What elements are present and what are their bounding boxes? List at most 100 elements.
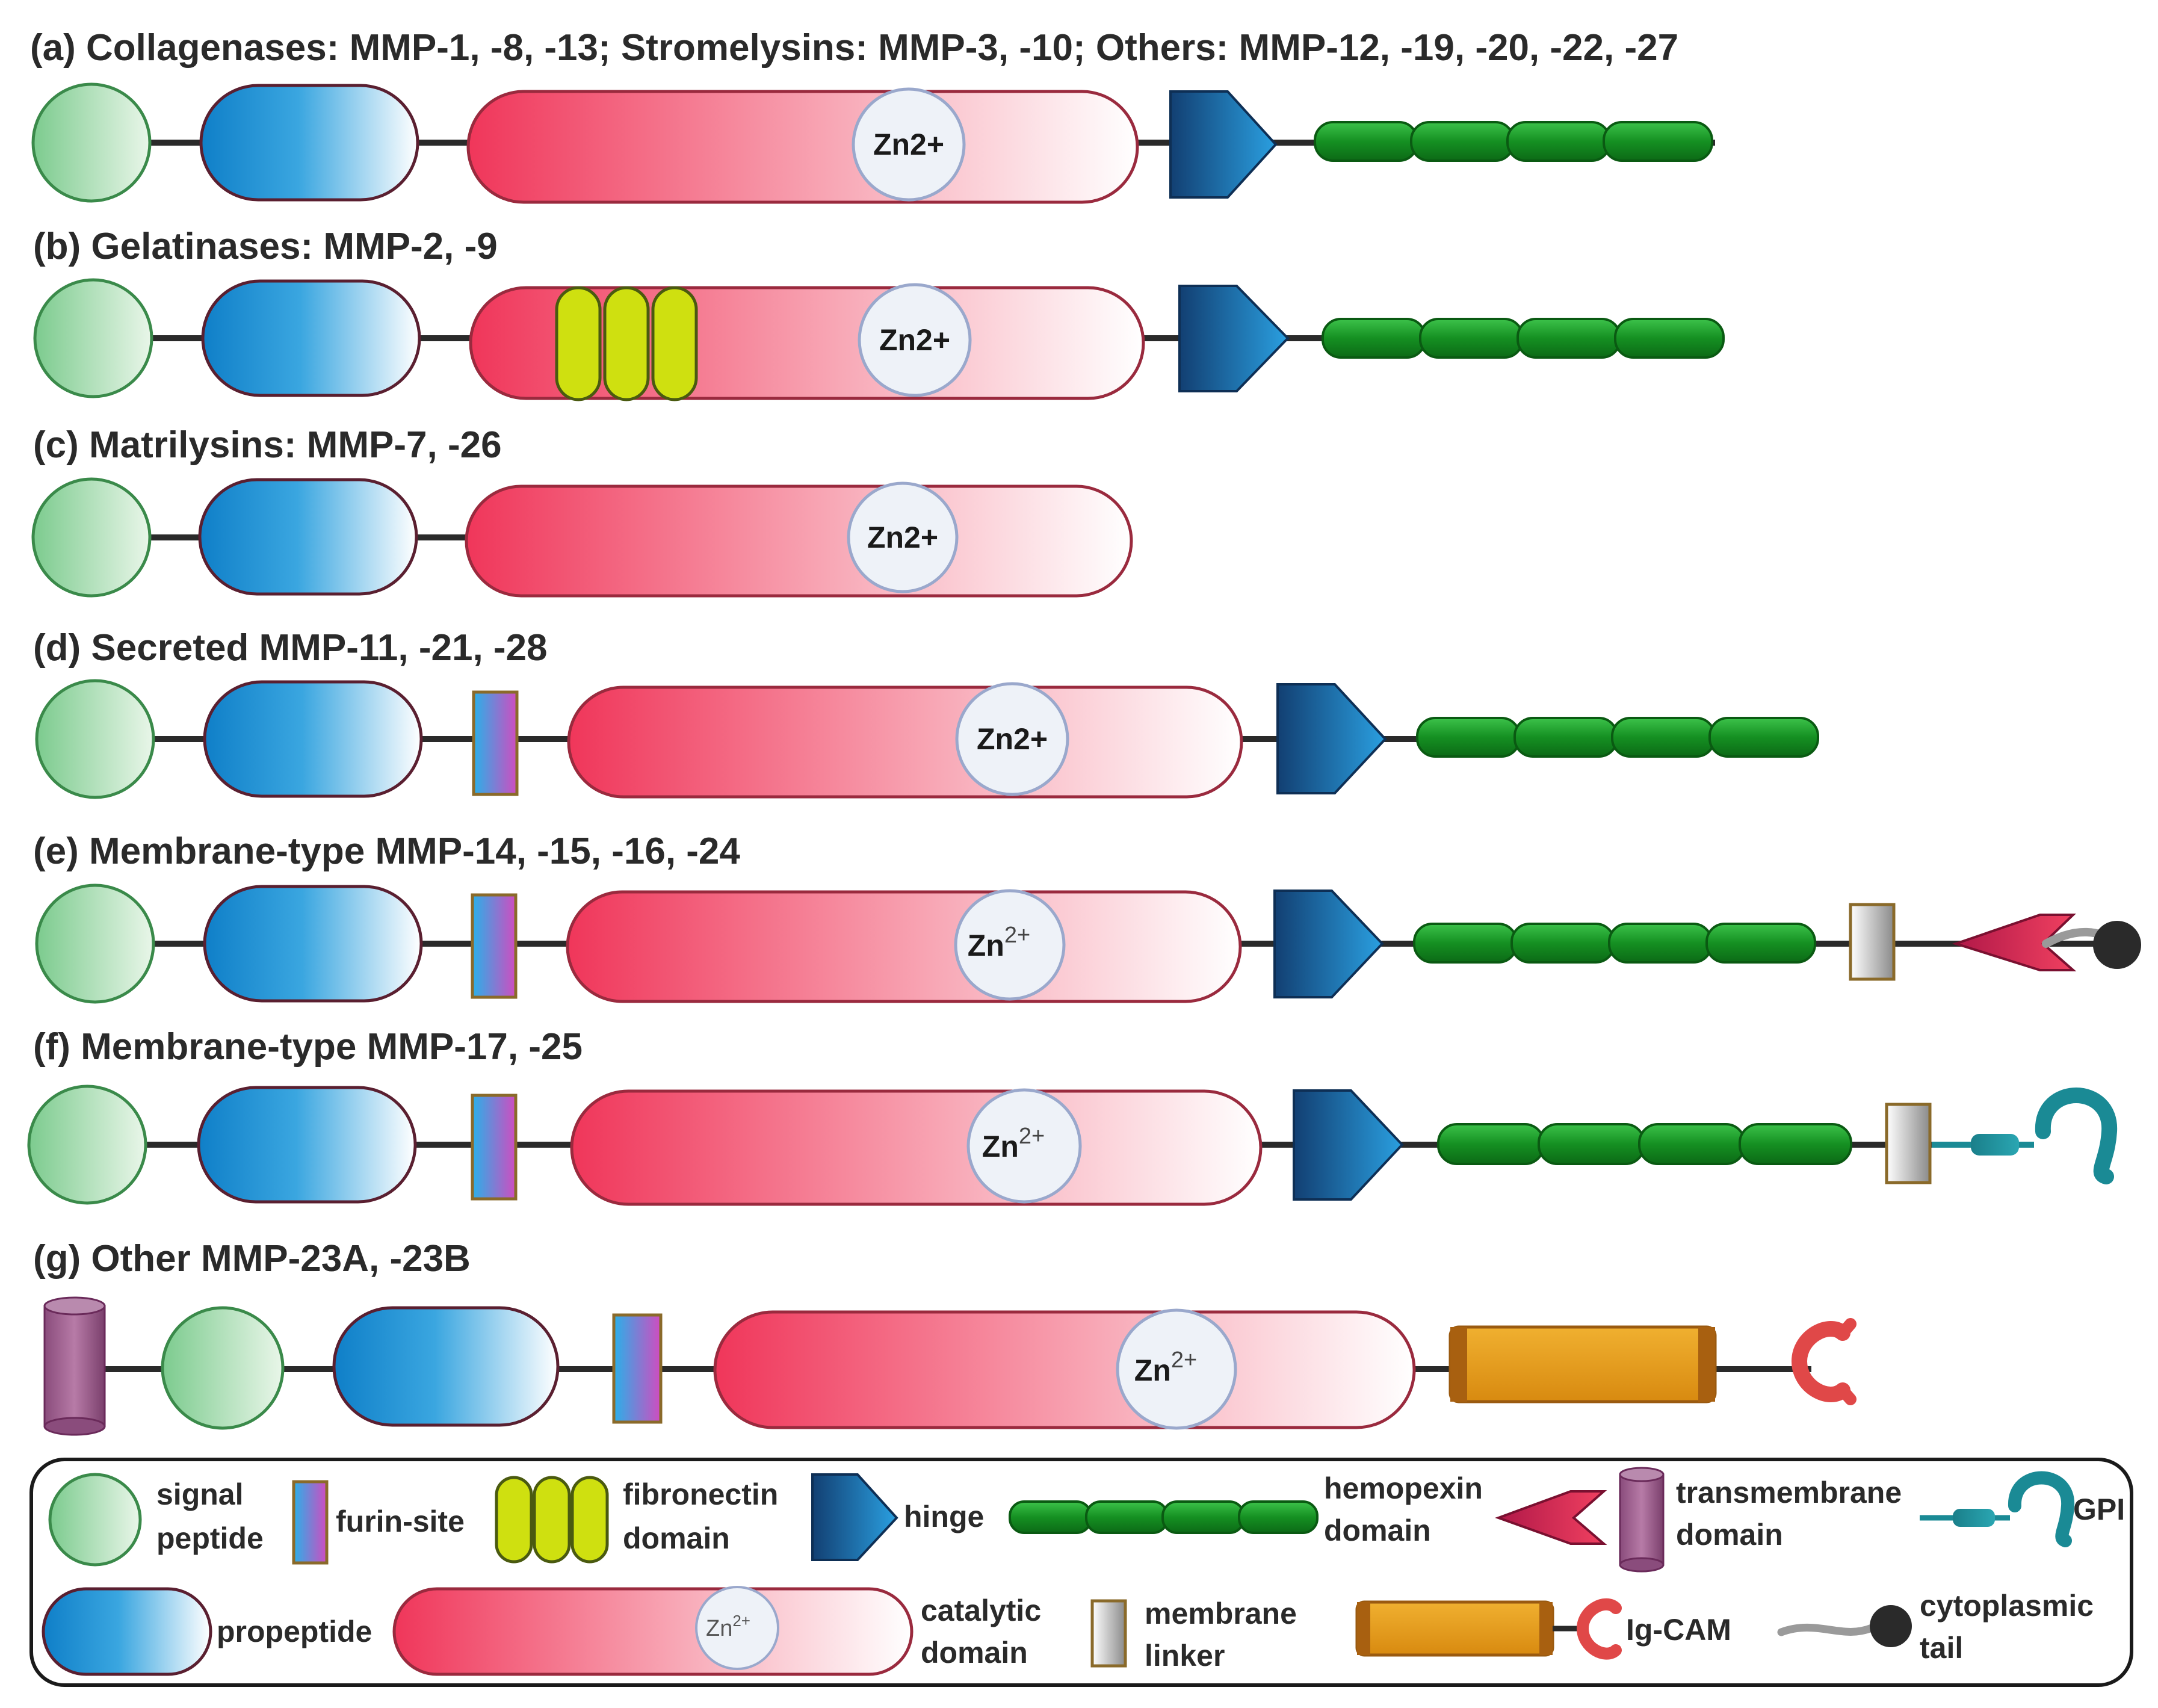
propeptide <box>197 1086 417 1204</box>
furin-site <box>612 1313 663 1424</box>
ig-cam-domain <box>1448 1318 1857 1405</box>
row-d-diagram: Zn2+ <box>35 679 1819 799</box>
furin-site <box>472 690 519 796</box>
row-g-title: (g) Other MMP-23A, -23B <box>33 1238 471 1279</box>
row-a-diagram: Zn2+ <box>31 82 1715 204</box>
legend-hinge-icon <box>811 1473 898 1561</box>
row-e-diagram: Zn2+ <box>35 883 2141 1004</box>
legend-fibronectin-line1: fibronectin <box>623 1477 778 1511</box>
legend-catalytic-icon <box>392 1587 914 1676</box>
legend-gpi-icon <box>1920 1471 2075 1547</box>
legend-membrane-linker-line1: membrane <box>1145 1597 1297 1630</box>
legend-cytoplasmic-tail-line2: tail <box>1920 1631 1963 1665</box>
hinge <box>1293 1089 1404 1201</box>
row-f-title: (f) Membrane-type MMP-17, -25 <box>33 1026 583 1068</box>
legend-zinc-label: Zn2+ <box>706 1612 750 1641</box>
legend-hemopexin-line1: hemopexin <box>1324 1471 1483 1505</box>
row-c-title: (c) Matrilysins: MMP-7, -26 <box>33 424 502 466</box>
zinc-label: Zn2+ <box>968 923 1030 962</box>
catalytic-domain <box>566 890 1242 1003</box>
propeptide <box>203 885 423 1003</box>
legend-cytoplasmic-tail-line1: cytoplasmic <box>1920 1589 2094 1623</box>
hinge <box>1276 683 1387 794</box>
signal-peptide <box>161 1306 285 1430</box>
legend-transmembrane-icon <box>1619 1467 1665 1573</box>
legend-zinc-icon <box>695 1586 779 1670</box>
hinge <box>1169 90 1278 199</box>
legend-catalytic-line1: catalytic <box>921 1594 1041 1627</box>
legend-furin-site: furin-site <box>336 1505 465 1538</box>
signal-peptide <box>31 82 152 203</box>
propeptide <box>198 478 418 596</box>
zinc-ion <box>1116 1308 1237 1430</box>
row-f-diagram: Zn2+ <box>27 1085 2118 1206</box>
catalytic-domain <box>713 1310 1416 1429</box>
legend-membrane-linker-icon <box>1090 1599 1127 1668</box>
zinc-ion <box>966 1088 1082 1204</box>
zinc-label: Zn2+ <box>873 128 944 161</box>
zinc-label: Zn2+ <box>1134 1348 1197 1387</box>
legend-propeptide-icon <box>42 1587 212 1676</box>
fibronectin-domain <box>555 286 698 401</box>
furin-site <box>471 893 518 999</box>
hemopexin-domain <box>1413 923 1816 964</box>
legend-signal-peptide-icon <box>48 1473 142 1567</box>
catalytic-domain <box>466 90 1139 204</box>
gpi-anchor <box>1932 1088 2118 1184</box>
legend-catalytic-line2: domain <box>921 1636 1028 1669</box>
legend-ig-cam: Ig-CAM <box>1626 1613 1731 1647</box>
row-e-title: (e) Membrane-type MMP-14, -15, -16, -24 <box>33 831 740 872</box>
legend-transmembrane-line2: domain <box>1676 1518 1783 1552</box>
propeptide <box>199 84 419 202</box>
legend-transmembrane-arrow-icon <box>1495 1490 1607 1545</box>
hinge <box>1273 890 1384 998</box>
hemopexin-domain <box>1437 1123 1852 1165</box>
zinc-ion <box>955 682 1069 796</box>
cytoplasmic-tail-head <box>2093 921 2141 969</box>
hemopexin-domain <box>1322 318 1725 359</box>
membrane-linker <box>1849 903 1896 981</box>
signal-peptide <box>35 883 155 1004</box>
hinge <box>1178 285 1290 392</box>
row-a-title: (a) Collagenases: MMP-1, -8, -13; Strome… <box>30 27 1678 69</box>
membrane-linker <box>1885 1103 1932 1184</box>
zinc-label: Zn2+ <box>879 323 950 357</box>
zinc-ion <box>858 283 972 397</box>
legend-transmembrane-line1: transmembrane <box>1676 1476 1902 1509</box>
row-c-diagram: Zn2+ <box>31 477 1133 598</box>
legend-furin-icon <box>292 1480 329 1565</box>
legend-hemopexin-icon <box>1009 1500 1319 1534</box>
legend-hemopexin-line2: domain <box>1324 1514 1431 1547</box>
legend-cytoplasmic-tail-icon <box>1777 1605 1912 1647</box>
row-g-diagram: Zn2+ <box>43 1296 1857 1436</box>
catalytic-domain <box>465 484 1133 598</box>
furin-site <box>471 1094 518 1201</box>
legend-fibronectin-line2: domain <box>623 1521 730 1555</box>
catalytic-domain <box>567 685 1243 799</box>
signal-peptide <box>27 1085 147 1205</box>
catalytic-domain <box>570 1089 1263 1206</box>
zinc-ion <box>852 87 966 202</box>
row-d-title: (d) Secreted MMP-11, -21, -28 <box>33 627 548 669</box>
row-b-title: (b) Gelatinases: MMP-2, -9 <box>33 226 498 267</box>
zinc-label: Zn2+ <box>982 1124 1045 1163</box>
propeptide <box>332 1306 560 1427</box>
transmembrane-domain <box>43 1296 106 1436</box>
zinc-ion <box>954 889 1066 1001</box>
legend-fibronectin-icon <box>495 1476 609 1564</box>
propeptide <box>201 279 421 397</box>
zinc-label: Zn2+ <box>867 521 938 554</box>
legend-membrane-linker-line2: linker <box>1145 1639 1225 1672</box>
legend-signal-peptide-line1: signal <box>156 1477 243 1511</box>
propeptide <box>203 680 423 798</box>
signal-peptide <box>35 679 155 799</box>
zinc-label: Zn2+ <box>977 722 1048 756</box>
signal-peptide <box>33 278 153 398</box>
legend-propeptide: propeptide <box>217 1615 372 1648</box>
legend: signal peptide furin-site fibronectin do… <box>29 1458 2133 1687</box>
signal-peptide <box>31 477 152 598</box>
zinc-ion <box>847 481 959 593</box>
hemopexin-domain <box>1416 717 1819 758</box>
